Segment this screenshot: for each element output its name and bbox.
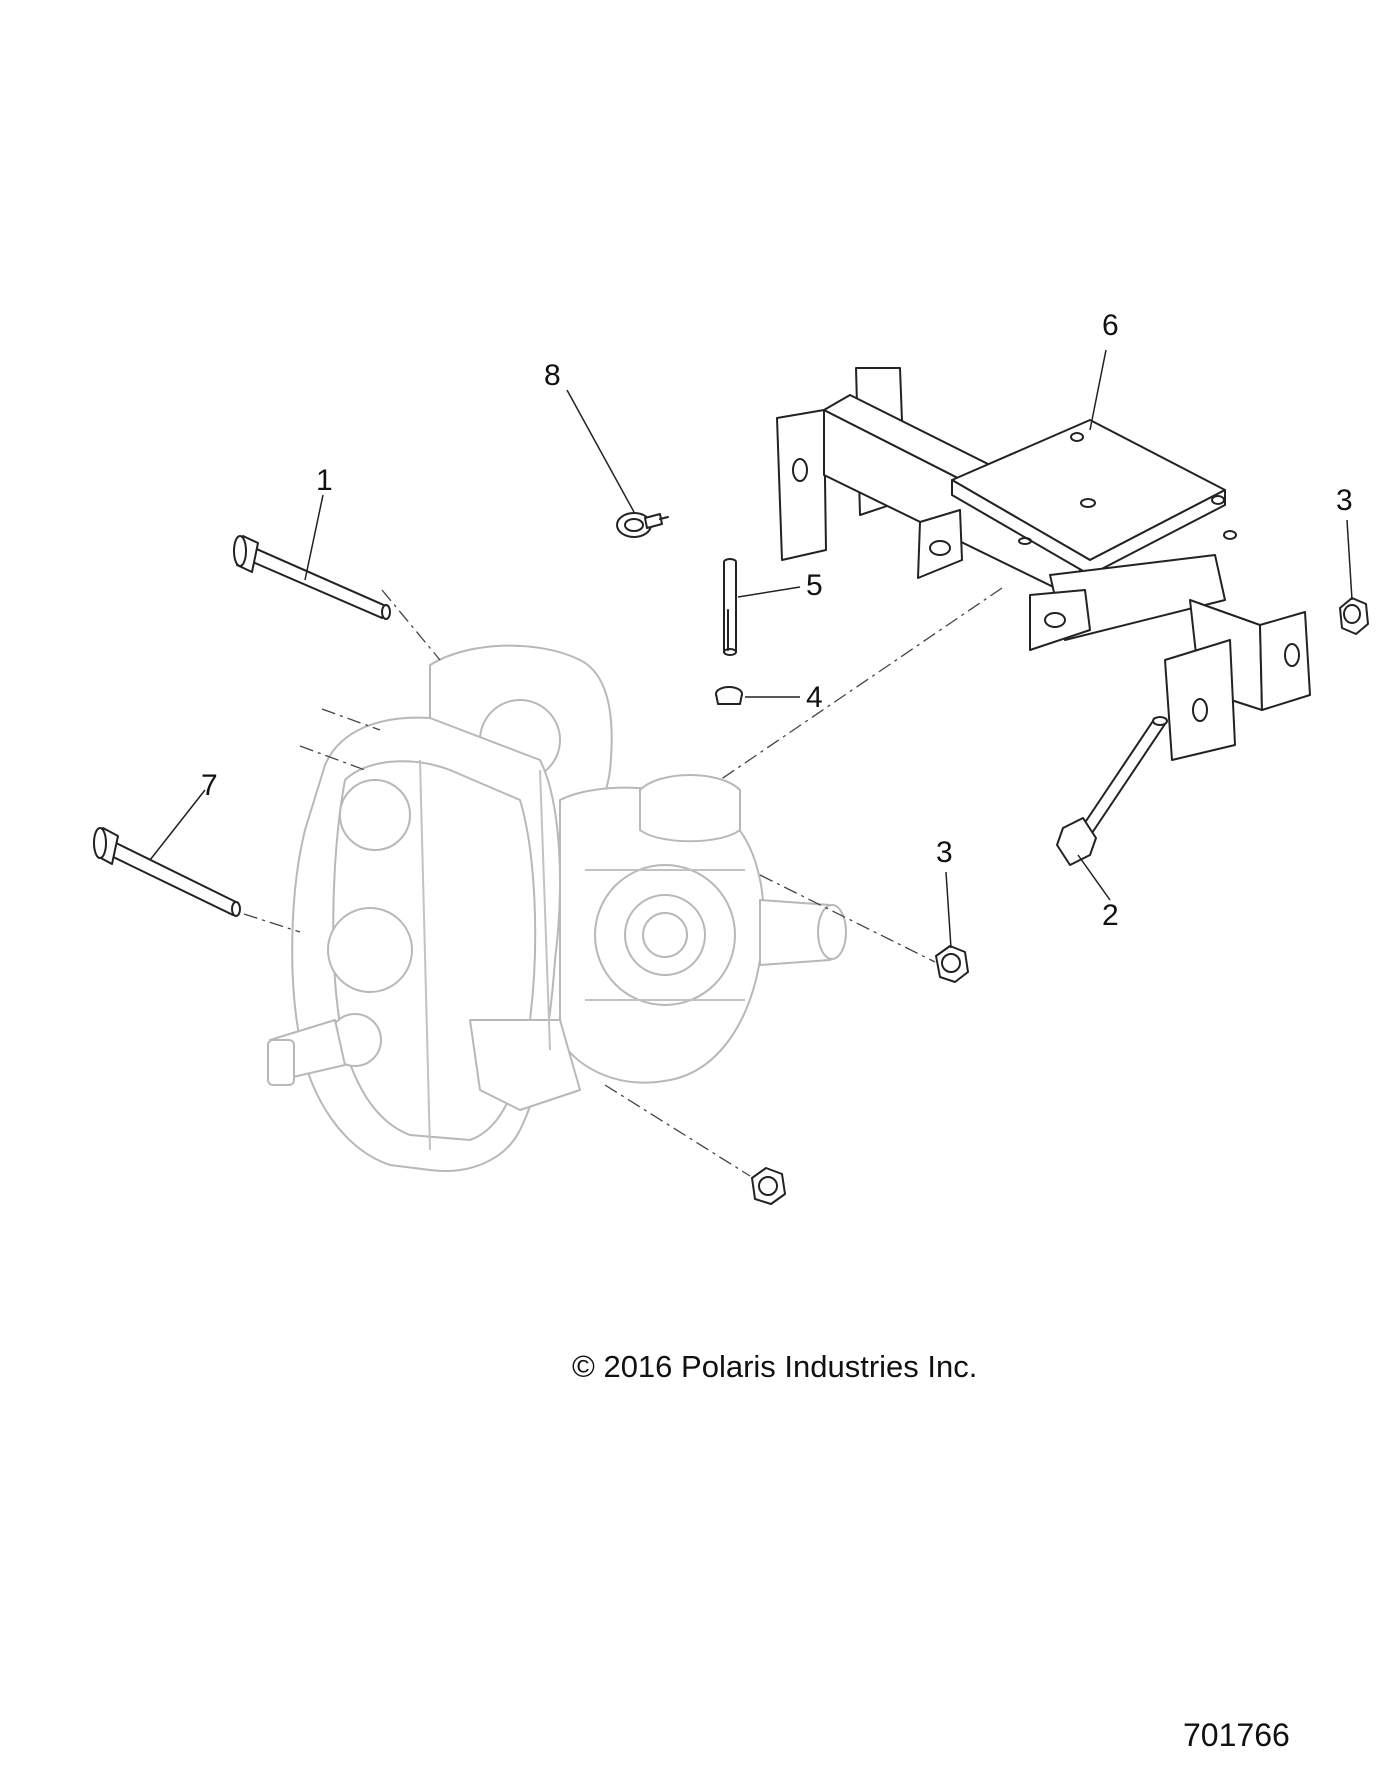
part-8-clip [616,512,669,538]
callout-3: 3 [936,836,953,869]
part-7-bolt [93,827,241,917]
part-4-clip [715,686,743,705]
part-6-bracket [776,367,1311,761]
callout-labels: 1 8 6 3 5 4 7 3 2 [201,309,1353,932]
callout-7: 7 [201,769,218,802]
copyright-notice: © 2016 Polaris Industries Inc. [572,1349,977,1384]
callout-1: 1 [316,464,333,497]
callout-3: 3 [1336,484,1353,517]
diagram-number: 701766 [1183,1717,1290,1753]
callout-2: 2 [1102,899,1119,932]
part-3-nut-middle [935,945,969,983]
part-2-bolt [1056,716,1168,866]
part-5-pin [723,558,737,656]
callout-4: 4 [806,681,823,714]
callout-8: 8 [544,359,561,392]
assembly-centerlines [243,587,1003,1177]
callout-6: 6 [1102,309,1119,342]
part-3-nut-lower [751,1167,786,1205]
transmission-outline [267,644,847,1172]
part-3-nut-right [1339,597,1369,635]
callout-leaders [149,349,1353,949]
callout-5: 5 [806,569,823,602]
part-1-bolt [233,535,391,620]
